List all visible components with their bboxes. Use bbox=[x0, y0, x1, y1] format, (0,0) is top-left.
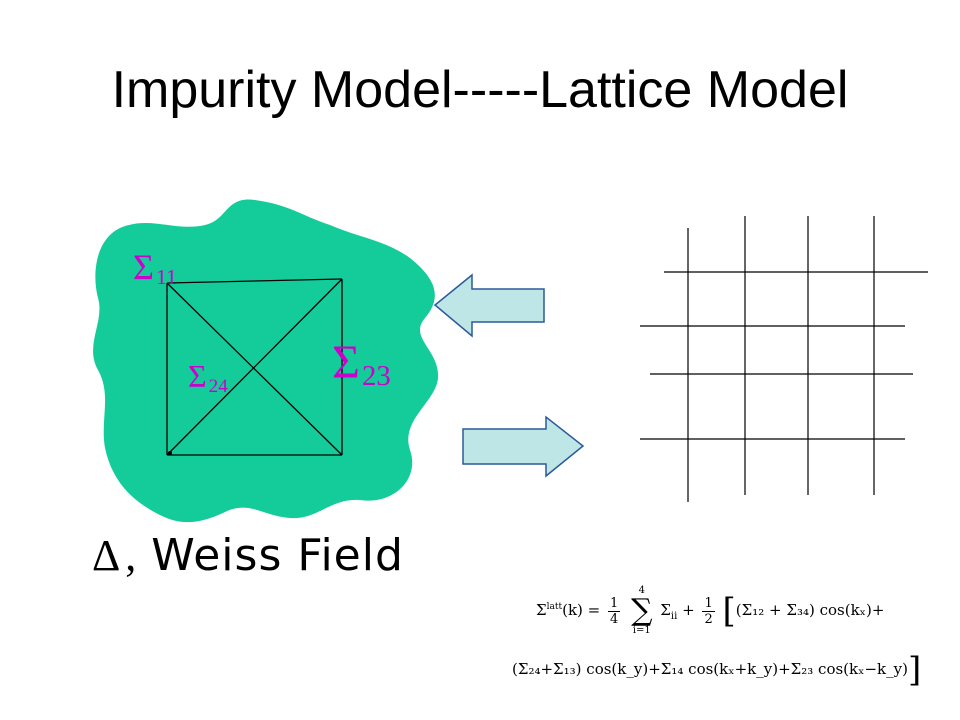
sigma-23-subscript: 23 bbox=[361, 360, 391, 393]
right-arrow bbox=[462, 415, 585, 478]
sum-operator: 4∑i=1 bbox=[631, 585, 653, 636]
impurity-cluster-square bbox=[166, 278, 343, 456]
formula-line-2: (Σ₂₄+Σ₁₃) cos(k_y)+Σ₁₄ cos(kₓ+k_y)+Σ₂₃ c… bbox=[512, 650, 922, 690]
sum-term: Σ bbox=[660, 601, 671, 619]
sigma-11-label: Σ11 bbox=[133, 246, 177, 290]
diagonal-line bbox=[166, 278, 343, 456]
impurity-blob bbox=[93, 199, 439, 523]
slide-title: Impurity Model-----Lattice Model bbox=[111, 61, 849, 119]
sigma-24-symbol: Σ bbox=[188, 358, 207, 394]
corner-dot bbox=[168, 451, 172, 455]
sigma-23-symbol: Σ bbox=[332, 336, 360, 389]
left-arrow bbox=[433, 273, 545, 338]
diagonal-line bbox=[166, 282, 343, 456]
lattice-grid bbox=[640, 216, 928, 502]
formula-line1-rest: (Σ₁₂ + Σ₃₄) cos(kₓ)+ bbox=[735, 601, 885, 619]
formula-line2-text: (Σ₂₄+Σ₁₃) cos(k_y)+Σ₁₄ cos(kₓ+k_y)+Σ₂₃ c… bbox=[512, 660, 908, 678]
sum-term-sub: ii bbox=[670, 611, 678, 622]
sigma-24-subscript: 24 bbox=[208, 375, 228, 397]
delta-symbol: Δ bbox=[92, 531, 122, 580]
weiss-field-text: Weiss Field bbox=[151, 530, 404, 581]
formula-lhs-sup: latt bbox=[546, 602, 563, 612]
weiss-field-label: Δ, Weiss Field bbox=[92, 530, 404, 581]
sigma-11-subscript: 11 bbox=[155, 265, 177, 290]
formula-lhs: Σ bbox=[536, 601, 547, 619]
sigma-23-label: Σ23 bbox=[332, 335, 391, 393]
formula-lhs-arg: (k) = bbox=[562, 601, 601, 619]
weiss-comma: , bbox=[125, 531, 138, 580]
sigma-11-symbol: Σ bbox=[133, 247, 154, 287]
